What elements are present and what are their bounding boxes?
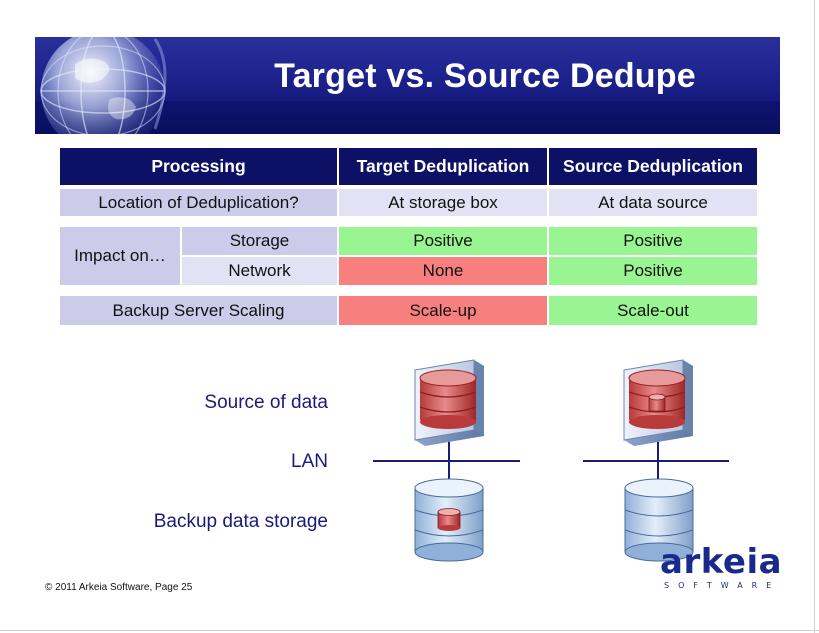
row-network-label: Network bbox=[182, 257, 337, 285]
label-backup-storage: Backup data storage bbox=[153, 511, 328, 532]
row-impact-label: Impact on… bbox=[60, 227, 180, 285]
row-storage-target: Positive bbox=[339, 227, 547, 255]
label-lan: LAN bbox=[291, 451, 328, 472]
slide-border-bottom bbox=[0, 630, 819, 631]
backup-storage-icon-target bbox=[414, 478, 484, 562]
source-server-icon-target bbox=[414, 359, 484, 446]
header-processing: Processing bbox=[60, 148, 337, 185]
row-scaling-label: Backup Server Scaling bbox=[60, 296, 337, 325]
backup-storage-icon-source bbox=[624, 478, 694, 562]
header-source-dedup: Source Deduplication bbox=[549, 148, 757, 185]
row-network-source: Positive bbox=[549, 257, 757, 285]
title-banner: Target vs. Source Dedupe bbox=[35, 37, 780, 134]
arkeia-logo: arkeia SOFTWARE bbox=[660, 545, 782, 590]
row-location-label: Location of Deduplication? bbox=[60, 189, 337, 216]
slide-footer: © 2011 Arkeia Software, Page 25 bbox=[45, 582, 193, 593]
label-source-of-data: Source of data bbox=[204, 392, 328, 413]
slide-title: Target vs. Source Dedupe bbox=[274, 57, 696, 95]
row-storage-label: Storage bbox=[182, 227, 337, 255]
row-storage-source: Positive bbox=[549, 227, 757, 255]
logo-subtitle: SOFTWARE bbox=[664, 581, 781, 590]
row-location-target: At storage box bbox=[339, 189, 547, 216]
row-network-target: None bbox=[339, 257, 547, 285]
row-scaling-target: Scale-up bbox=[339, 296, 547, 325]
row-scaling-source: Scale-out bbox=[549, 296, 757, 325]
header-target-dedup: Target Deduplication bbox=[339, 148, 547, 185]
source-server-icon-source bbox=[623, 359, 693, 446]
globe-icon bbox=[35, 37, 200, 134]
logo-word: arkeia bbox=[660, 542, 783, 582]
row-location-source: At data source bbox=[549, 189, 757, 216]
slide-border-right bbox=[814, 0, 815, 633]
